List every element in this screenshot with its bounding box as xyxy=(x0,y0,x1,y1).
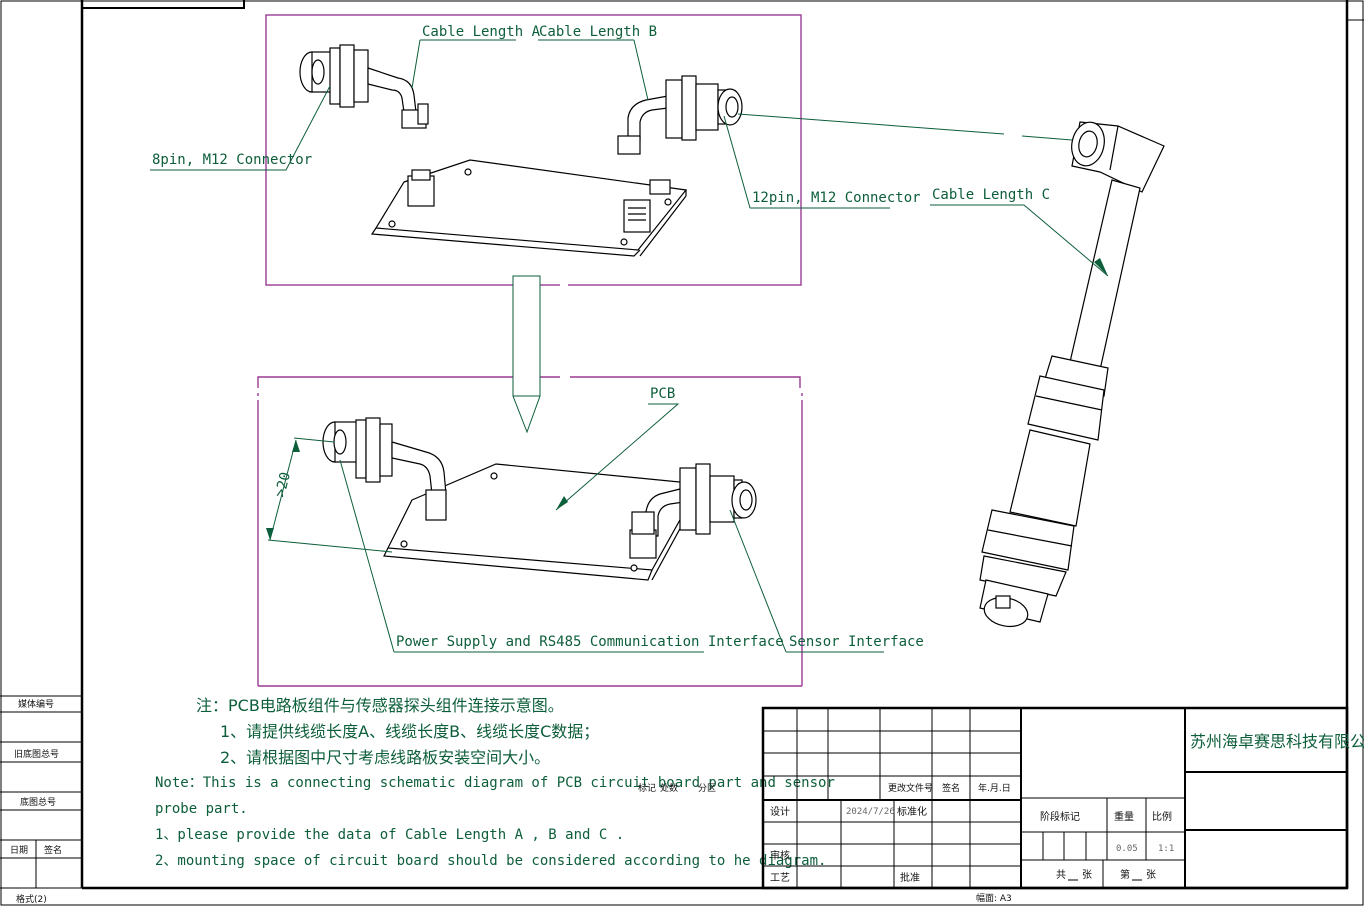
connector-12pin-top xyxy=(617,75,743,155)
label-cable-length-c: Cable Length C xyxy=(932,187,1050,203)
note-en-1: Note：This is a connecting schematic diag… xyxy=(155,775,835,791)
label-cable-length-b: Cable Length B xyxy=(539,24,657,40)
note-cn-title: 注：PCB电路板组件与传感器探头组件连接示意图。 xyxy=(196,696,564,715)
label-8pin-connector: 8pin, M12 Connector xyxy=(152,152,312,168)
side-field-media-no: 媒体编号 xyxy=(18,698,54,710)
tb-change-doc: 更改文件号 xyxy=(888,782,933,794)
tb-scale-header: 比例 xyxy=(1152,810,1172,823)
tb-sheets-1: 张 xyxy=(1082,869,1092,881)
tb-fenqu: 分区 xyxy=(698,783,716,794)
tb-sign-header: 签名 xyxy=(942,782,960,794)
tb-process: 工艺 xyxy=(770,872,790,884)
tb-standardization: 标准化 xyxy=(897,805,927,818)
note-en-2: probe part. xyxy=(155,801,248,817)
tb-approve: 批准 xyxy=(900,871,920,884)
note-en-4: 2、mounting space of circuit board should… xyxy=(155,853,826,869)
note-cn-2: 2、请根据图中尺寸考虑线路板安装空间大小。 xyxy=(220,748,550,767)
tb-weight-value: 0.05 xyxy=(1116,844,1138,854)
tb-date-header: 年.月.日 xyxy=(978,782,1011,794)
label-sensor-interface: Sensor Interface xyxy=(789,634,924,650)
pcb-assembled xyxy=(322,417,757,581)
sensor-probe xyxy=(979,121,1165,628)
side-field-date: 日期 xyxy=(10,845,28,856)
note-cn-1: 1、请提供线缆长度A、线缆长度B、线缆长度C数据； xyxy=(220,722,599,741)
side-field-base-no: 底图总号 xyxy=(20,796,56,808)
tb-sheet-no: 第 xyxy=(1120,868,1130,881)
tb-sheets-2: 张 xyxy=(1146,869,1156,881)
label-cable-length-a: Cable Length A xyxy=(422,24,541,40)
note-en-3: 1、please provide the data of Cable Lengt… xyxy=(155,827,624,843)
company-name: 苏州海卓赛思科技有限公司 xyxy=(1190,732,1364,751)
tb-design-date: 2024/7/26 xyxy=(846,807,895,817)
side-field-sign: 签名 xyxy=(44,844,62,856)
label-power-rs485: Power Supply and RS485 Communication Int… xyxy=(396,634,784,650)
leader-lines xyxy=(150,39,1109,653)
tb-weight-header: 重量 xyxy=(1114,810,1134,823)
tb-stage-mark: 阶段标记 xyxy=(1040,810,1080,823)
tb-scale-value: 1:1 xyxy=(1158,844,1174,854)
side-field-format: 格式(2) xyxy=(16,893,47,905)
tb-chushu: 处数 xyxy=(660,782,678,794)
pcb-top xyxy=(370,159,688,257)
label-dimension: >20 xyxy=(272,471,294,499)
title-block xyxy=(761,706,1349,890)
flow-arrow-down xyxy=(512,275,541,434)
side-field-old-base-no: 旧底图总号 xyxy=(14,748,59,760)
tb-total: 共 xyxy=(1056,869,1066,881)
connector-8pin-top xyxy=(299,44,429,129)
tb-paper-size: 幅面: A3 xyxy=(976,892,1012,904)
label-12pin-connector: 12pin, M12 Connector xyxy=(752,190,921,206)
tb-biaoji: 标记 xyxy=(638,782,656,794)
tb-review: 审核 xyxy=(770,849,790,862)
label-pcb: PCB xyxy=(650,386,675,402)
side-columns xyxy=(0,695,82,889)
tb-design: 设计 xyxy=(770,805,790,818)
